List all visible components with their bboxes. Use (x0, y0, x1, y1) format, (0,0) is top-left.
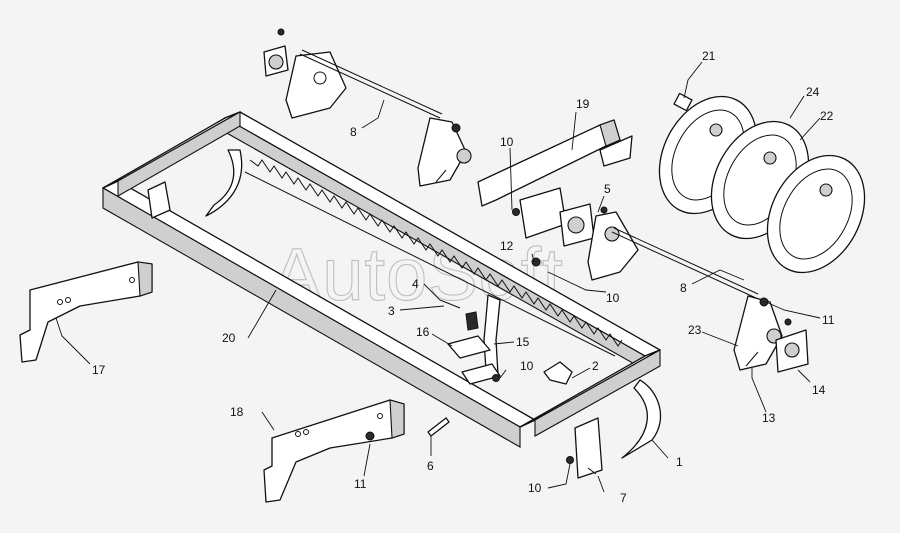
clamp-plate (447, 335, 491, 359)
callout-4: 4 (412, 277, 419, 291)
callout-10-clamp: 10 (520, 359, 534, 373)
upper-shaft-assembly (263, 28, 472, 187)
callout-8-upper: 8 (350, 125, 357, 139)
pin-13 (745, 351, 759, 367)
grease-nipple-upper (277, 28, 285, 36)
bolt-3 (465, 311, 479, 331)
frame-bracket-left (147, 181, 171, 219)
side-bracket-17 (19, 261, 153, 363)
callout-8-lower: 8 (680, 281, 687, 295)
lower-shaft-assembly (531, 211, 809, 373)
nut-11-right (759, 297, 769, 307)
shaft-arm-lower-left (587, 211, 639, 281)
callout-19: 19 (576, 97, 590, 111)
callout-10-mid: 10 (606, 291, 620, 305)
callout-21: 21 (702, 49, 716, 63)
callout-20: 20 (222, 331, 236, 345)
callout-7: 7 (620, 491, 627, 505)
shaft-arm-upper-right (417, 117, 467, 187)
callout-labels: 1 2 3 4 5 6 7 8 8 10 10 10 10 11 11 12 1… (92, 49, 835, 505)
callout-10-upper: 10 (500, 135, 514, 149)
callout-6: 6 (427, 459, 434, 473)
callout-11-right: 11 (822, 313, 835, 327)
callout-1: 1 (676, 455, 683, 469)
callout-15: 15 (516, 335, 530, 349)
tine-mount-bracket (574, 417, 603, 479)
shaft-arm-23 (733, 295, 783, 371)
callout-16: 16 (416, 325, 430, 339)
callout-5: 5 (604, 182, 611, 196)
nut-10-clamp (492, 374, 500, 382)
callout-3: 3 (388, 304, 395, 318)
grease-nipple-bearing (600, 206, 608, 214)
main-frame (102, 111, 661, 448)
callout-18: 18 (230, 405, 244, 419)
callout-12: 12 (500, 239, 514, 253)
nut-upper (451, 123, 461, 133)
spring-tine-left (205, 149, 243, 217)
small-bracket (543, 361, 573, 385)
callout-13: 13 (762, 411, 776, 425)
nut-12 (531, 257, 541, 267)
pin-4 (439, 299, 461, 309)
roller-hub-21 (673, 92, 693, 112)
bolt-6 (427, 417, 450, 437)
callout-14: 14 (812, 383, 826, 397)
shaft-upper (299, 53, 441, 119)
callout-24: 24 (806, 85, 820, 99)
shaft-arm-upper-left (285, 51, 347, 119)
cage-roller-22 (766, 154, 866, 274)
shaft-lower (611, 231, 757, 299)
callout-23: 23 (688, 323, 702, 337)
spring-tine (621, 379, 662, 459)
callout-11-lower: 11 (354, 477, 367, 491)
leader-lines (55, 61, 821, 493)
grease-nipple-lower (784, 318, 792, 326)
tine-clamp (483, 294, 501, 376)
bracket-19 (477, 119, 633, 207)
nut-10-bottom (566, 456, 574, 464)
callout-10-bottom: 10 (528, 481, 542, 495)
callout-22: 22 (820, 109, 834, 123)
nut-10-bearing (512, 208, 520, 216)
nut-11-lower (365, 431, 375, 441)
callout-2: 2 (592, 359, 599, 373)
clamp-base (461, 363, 501, 385)
callout-17: 17 (92, 363, 106, 377)
side-bracket-18 (263, 399, 405, 503)
pin-upper (435, 169, 447, 183)
